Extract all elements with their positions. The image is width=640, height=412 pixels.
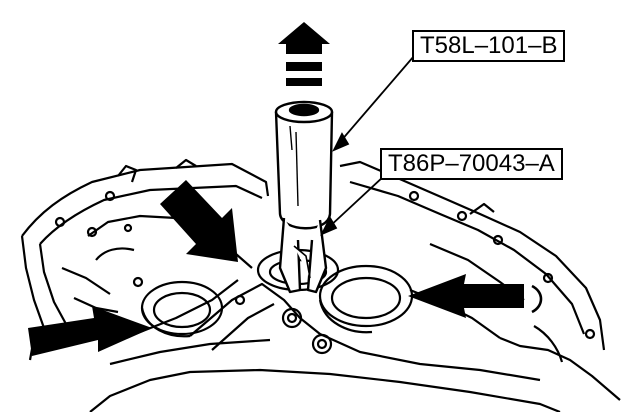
callout-tool-1: T58L–101–B (412, 30, 566, 62)
leader-lines (320, 55, 415, 236)
bearing-arrow-right (408, 274, 524, 318)
tool-assembly (274, 100, 334, 294)
pull-direction-arrow (278, 22, 330, 86)
bearing-arrow-center (160, 180, 238, 262)
bearing-arrow-left (28, 306, 152, 356)
callout-tool-2: T86P–70043–A (380, 148, 563, 180)
